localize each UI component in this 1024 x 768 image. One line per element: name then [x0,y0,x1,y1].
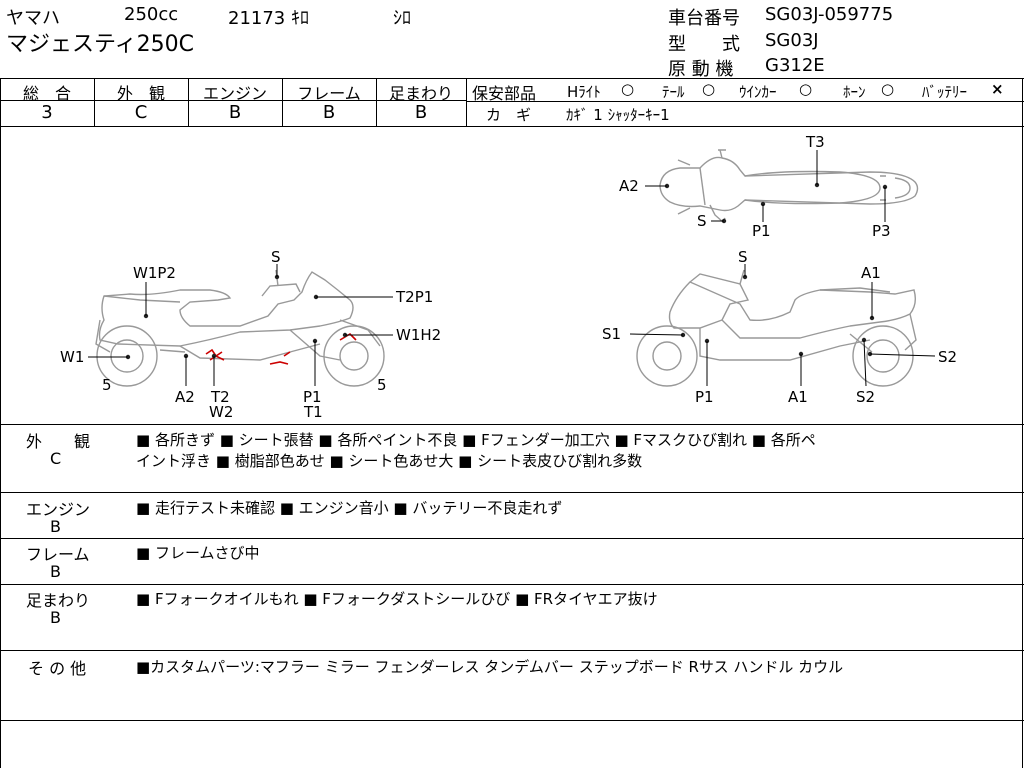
engine-label: 原 動 機 [668,59,734,80]
label-top-S: S [697,212,707,230]
divider [1022,78,1023,768]
grade-value-exterior: C [134,102,148,123]
grade-value-suspension: B [414,102,428,123]
safety-item-battery: ﾊﾞｯﾃﾘｰ [922,83,968,101]
label-left-T1: T1 [303,403,323,421]
safety-mark-battery: × [991,80,1004,98]
key-value: ｶｷﾞ 1 ｼｬｯﾀｰｷｰ1 [566,106,670,124]
damage-diagram: T3 A2 S P1 P3 S W1P2 T2P1 W1H2 W1 5 5 A2… [60,133,957,421]
divider [0,424,1024,425]
remark-grade-exterior: C [50,449,62,468]
remark-label-other: そ の 他 [28,659,87,678]
divider [466,101,1024,102]
label-left-S: S [271,248,281,266]
grade-label-engine: エンジン [202,84,267,103]
label-left-5b: 5 [377,376,387,394]
displacement: 250cc [124,4,179,25]
safety-item-tail: ﾃｰﾙ [662,83,685,101]
remark-text-exterior-2: イント浮き ■ 樹脂部色あせ ■ シート色あせ大 ■ シート表皮ひび割れ多数 [136,452,643,470]
engine-value: G312E [765,55,825,76]
remark-grade-engine: B [50,517,61,536]
remark-label-suspension: 足まわり [26,591,91,610]
divider [0,78,1024,79]
type-label: 型 式 [668,34,740,55]
key-label: カ ギ [486,106,532,124]
label-left-5a: 5 [102,376,112,394]
remark-label-engine: エンジン [26,500,91,519]
safety-title: 保安部品 [472,84,537,103]
divider [188,78,189,126]
grade-label-suspension: 足まわり [388,84,453,103]
diagram-labels: T3 A2 S P1 P3 S W1P2 T2P1 W1H2 W1 5 5 A2… [60,133,957,421]
grade-label-frame: フレーム [297,84,361,103]
divider [0,538,1024,539]
remark-grade-frame: B [50,562,61,581]
divider [466,78,467,126]
damage-marks-left [205,332,357,365]
label-right-S2b: S2 [856,388,875,406]
remark-text-frame: ■ フレームさび中 [136,544,260,562]
scooter-left-view [95,269,385,387]
safety-item-winker: ｳｲﾝｶｰ [739,83,777,101]
remark-label-frame: フレーム [26,545,90,564]
safety-item-headlight: Hﾗｲﾄ [567,83,601,101]
divider [0,78,1,768]
safety-mark-headlight: ○ [621,80,635,98]
label-left-A2: A2 [175,388,195,406]
divider [0,492,1024,493]
scooter-right-view [636,269,917,387]
grade-label-exterior: 外 観 [116,84,165,103]
damage-points [125,182,888,360]
safety-mark-horn: ○ [881,80,895,98]
remark-text-engine: ■ 走行テスト未確認 ■ エンジン音小 ■ バッテリー不良走れず [136,499,563,517]
divider [0,126,1024,127]
divider [0,650,1024,651]
label-right-S1: S1 [602,325,621,343]
frame-no-label: 車台番号 [668,8,740,29]
safety-mark-winker: ○ [799,80,813,98]
label-left-W1: W1 [60,348,84,366]
remark-label-exterior: 外 観 [26,432,91,451]
grade-label-total: 総 合 [22,84,71,103]
remark-text-exterior-1: ■ 各所きず ■ シート張替 ■ 各所ペイント不良 ■ Fフェンダー加工穴 ■ … [136,431,816,449]
label-right-A1: A1 [788,388,808,406]
label-top-P1: P1 [752,222,771,240]
safety-mark-tail: ○ [702,80,716,98]
label-right-S2a: S2 [938,348,957,366]
remark-text-suspension: ■ Fフォークオイルもれ ■ Fフォークダストシールひび ■ FRタイヤエア抜け [136,590,658,608]
model-name: マジェスティ250C [6,32,195,57]
label-left-T2: T2 [210,388,230,406]
label-left-W1H2: W1H2 [396,326,441,344]
label-top-P3: P3 [872,222,891,240]
maker: ヤマハ [6,8,60,29]
leader-lines [88,150,936,387]
remark-text-other: ■カスタムパーツ:マフラー ミラー フェンダーレス タンデムバー ステップボード… [136,658,844,676]
divider [282,78,283,126]
remark-grade-suspension: B [50,608,61,627]
label-top-T3: T3 [805,133,825,151]
scooter-top-view [659,149,919,224]
divider [376,78,377,126]
divider [0,100,466,101]
label-top-A2: A2 [619,177,639,195]
label-right-A1top: A1 [861,264,881,282]
label-left-W1P2: W1P2 [133,264,176,282]
type-value: SG03J [765,30,819,51]
mileage: 21173 ｷﾛ [228,8,309,29]
frame-no: SG03J-059775 [765,4,894,25]
grade-value-total: 3 [41,102,53,123]
safety-item-horn: ﾎｰﾝ [843,83,866,101]
label-left-T2P1: T2P1 [395,288,433,306]
grade-value-engine: B [228,102,242,123]
label-right-S: S [738,248,748,266]
label-left-W2: W2 [209,403,233,421]
grade-value-frame: B [322,102,336,123]
divider [0,584,1024,585]
label-right-P1: P1 [695,388,714,406]
color: ｼﾛ [393,8,411,29]
divider [94,78,95,126]
label-left-P1: P1 [303,388,322,406]
divider [0,720,1024,721]
